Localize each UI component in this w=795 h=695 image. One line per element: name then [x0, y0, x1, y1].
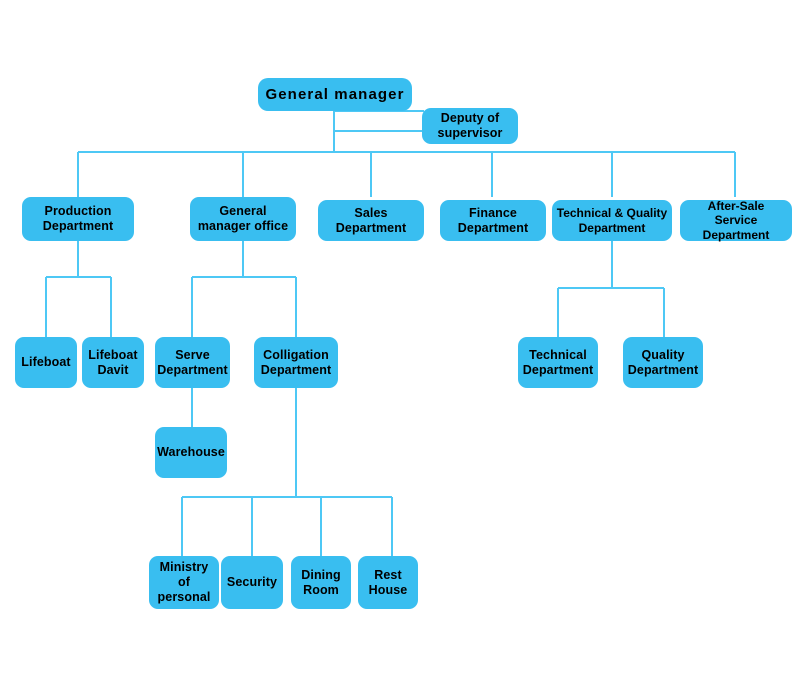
node-quality-department[interactable]: Quality Department — [623, 337, 703, 388]
node-after-sale-service-department[interactable]: After-Sale Service Department — [680, 199, 792, 242]
node-sales-department[interactable]: Sales Department — [318, 200, 424, 241]
node-warehouse[interactable]: Warehouse — [155, 427, 227, 478]
node-lifeboat-davit[interactable]: Lifeboat Davit — [82, 337, 144, 388]
node-serve-department[interactable]: Serve Department — [155, 337, 230, 388]
node-finance-department[interactable]: Finance Department — [440, 200, 546, 241]
node-technical-department[interactable]: Technical Department — [518, 337, 598, 388]
node-general-manager-office[interactable]: General manager office — [190, 197, 296, 241]
node-ministry-of-personal[interactable]: Ministry of personal — [149, 556, 219, 609]
node-lifeboat[interactable]: Lifeboat — [15, 337, 77, 388]
node-deputy-of-supervisor[interactable]: Deputy of supervisor — [422, 108, 518, 144]
node-rest-house[interactable]: Rest House — [358, 556, 418, 609]
node-dining-room[interactable]: Dining Room — [291, 556, 351, 609]
node-technical-quality-department[interactable]: Technical & Quality Department — [552, 200, 672, 241]
node-security[interactable]: Security — [221, 556, 283, 609]
node-production-department[interactable]: Production Department — [22, 197, 134, 241]
node-general-manager[interactable]: General manager — [258, 78, 412, 111]
node-colligation-department[interactable]: Colligation Department — [254, 337, 338, 388]
